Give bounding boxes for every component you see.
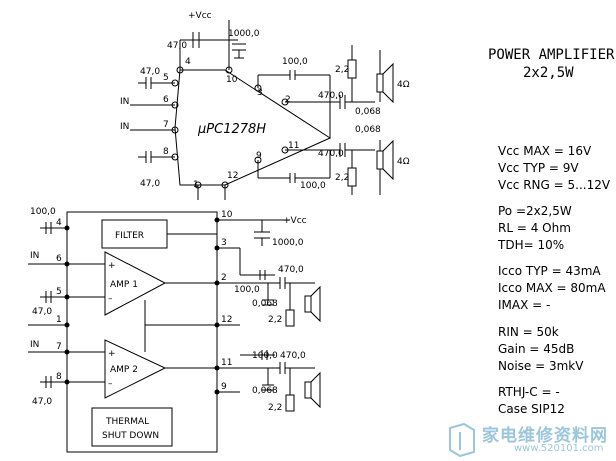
spec-po: Po =2x2,5W [498, 204, 572, 218]
top-pin8: 8 [163, 147, 169, 157]
top-cap-068a: 0,068 [355, 107, 381, 117]
bottom-res-22a: 2,2 [268, 315, 282, 325]
top-pin9: 9 [256, 151, 262, 161]
bottom-res-22b: 2,2 [268, 403, 282, 413]
spec-icco-max: Icco MAX = 80mA [498, 281, 606, 295]
bottom-cap-068a: 0,068 [252, 299, 278, 309]
spec-case: Case SIP12 [498, 402, 565, 416]
bottom-cap-1000: 1000,0 [272, 238, 304, 248]
title-line2: 2x2,5W [523, 65, 574, 81]
watermark-url: www.520101.com [514, 443, 604, 454]
bottom-pin12: 12 [221, 315, 232, 325]
bottom-cap-470a: 470,0 [278, 265, 304, 275]
top-cap-47c: 47,0 [140, 179, 160, 189]
bottom-speaker-2 [304, 381, 312, 399]
top-cap-1000: 1000,0 [228, 29, 260, 39]
bottom-cap-100a: 100,0 [30, 207, 56, 217]
top-pin4: 4 [185, 57, 191, 67]
bottom-plus-1: + [108, 261, 116, 271]
bottom-pin4: 4 [56, 218, 62, 228]
bottom-cap-47a: 47,0 [32, 307, 52, 317]
top-pin3: 3 [257, 88, 263, 98]
bottom-chip-body [66, 211, 218, 453]
amp1-triangle [104, 251, 167, 316]
top-spk-1: 4Ω [397, 80, 410, 90]
top-pin2: 2 [285, 95, 291, 105]
top-pin6: 6 [163, 95, 169, 105]
bottom-cap-100c: 100,0 [252, 351, 278, 361]
title-line1: POWER AMPLIFIER [488, 47, 615, 63]
spec-vcc-max: Vcc MAX = 16V [498, 144, 592, 158]
bottom-pin9: 9 [221, 382, 227, 392]
top-cap-470a: 470,0 [318, 91, 344, 101]
bottom-pin6: 6 [56, 254, 62, 264]
bottom-amp1-label: AMP 1 [110, 280, 138, 290]
spec-vcc-typ: Vcc TYP = 9V [498, 161, 579, 175]
bottom-filter-label: FILTER [115, 231, 144, 241]
bottom-amp2-label: AMP 2 [110, 365, 138, 375]
top-cap-47b: 47,0 [140, 67, 160, 77]
top-cap-100b: 100,0 [300, 181, 326, 191]
bottom-in-1: IN [30, 251, 39, 261]
amp2-triangle [104, 339, 167, 399]
bottom-pin1: 1 [56, 315, 62, 325]
bottom-cap-470b: 470,0 [280, 351, 306, 361]
bottom-cap-068b: 0,068 [252, 386, 278, 396]
bottom-plus-2: + [108, 349, 116, 359]
bottom-thermal-line1: THERMAL [105, 417, 149, 427]
bottom-minus-1: – [108, 294, 113, 304]
bottom-pin2: 2 [221, 273, 227, 283]
top-pin10: 10 [226, 75, 238, 85]
top-pin11: 11 [288, 141, 299, 151]
bottom-minus-2: – [108, 379, 113, 389]
bottom-pin5: 5 [56, 287, 62, 297]
top-pin5: 5 [163, 73, 169, 83]
top-res-22a: 2,2 [335, 65, 349, 75]
top-cap-100a: 100,0 [282, 57, 308, 67]
top-speaker-1 [376, 73, 384, 93]
top-in-2: IN [120, 122, 129, 132]
spec-vcc-rng: Vcc RNG = 5...12V [498, 178, 611, 192]
top-speaker-2 [376, 150, 384, 170]
top-in-1: IN [120, 97, 129, 107]
bottom-vcc-label: +Vcc [283, 216, 307, 226]
spec-icco-typ: Icco TYP = 43mA [498, 264, 601, 278]
top-spk-2: 4Ω [397, 157, 410, 167]
spec-noise: Noise = 3mkV [498, 359, 584, 373]
top-pin1: 1 [193, 180, 199, 190]
spec-imax: IMAX = - [498, 298, 551, 312]
top-cap-47a: 47,0 [167, 41, 187, 51]
bottom-thermal-line2: SHUT DOWN [102, 431, 159, 441]
top-res-22b: 2,2 [335, 173, 349, 183]
top-cap-068b: 0,068 [355, 125, 381, 135]
watermark-logo-icon [449, 422, 475, 458]
bottom-pin3: 3 [221, 238, 227, 248]
top-cap-470b: 470,0 [318, 149, 344, 159]
bottom-in-2: IN [30, 340, 39, 350]
bottom-pin8: 8 [56, 372, 62, 382]
spec-gain: Gain = 45dB [498, 342, 575, 356]
bottom-speaker-1 [304, 295, 312, 313]
bottom-cap-47b: 47,0 [32, 397, 52, 407]
top-vcc-label: +Vcc [188, 11, 212, 21]
top-chip-label: µPC1278H [197, 122, 266, 137]
bottom-pin7: 7 [56, 342, 62, 352]
bottom-pin11: 11 [221, 358, 232, 368]
spec-rthj: RTHJ-C = - [498, 385, 560, 399]
thermal-block [91, 407, 173, 447]
spec-rl: RL = 4 Ohm [498, 221, 571, 235]
top-pin12: 12 [227, 171, 238, 181]
spec-tdh: TDH= 10% [498, 238, 565, 252]
bottom-cap-100b: 100,0 [234, 285, 260, 295]
watermark-text: 家电维修资料网 [482, 426, 608, 446]
bottom-pin10: 10 [221, 210, 233, 220]
top-pin7: 7 [163, 120, 169, 130]
spec-rin: RIN = 50k [498, 325, 559, 339]
